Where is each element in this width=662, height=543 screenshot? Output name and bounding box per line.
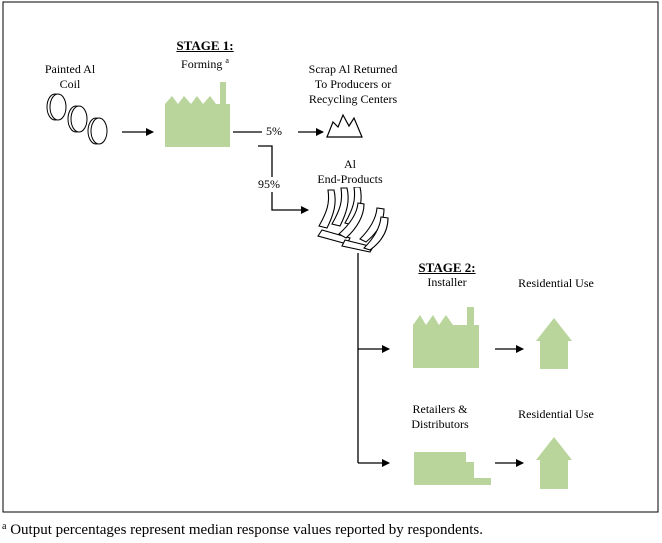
footnote: a Output percentages represent median re… <box>2 517 662 540</box>
stage1-subtitle-row: Forming a <box>150 53 260 72</box>
footnote-mark: a <box>2 521 7 532</box>
scrap-label: Scrap Al Returned To Producers or Recycl… <box>293 62 413 107</box>
retailers-label-line-2: Distributors <box>411 417 469 431</box>
house-icon <box>536 318 572 369</box>
installer-label: Installer <box>427 275 467 289</box>
scrap-label-line-1: Scrap Al Returned <box>308 62 398 76</box>
scrap-label-line-3: Recycling Centers <box>308 92 398 106</box>
truck-icon <box>414 452 491 485</box>
end-products-label-line-1: Al <box>344 157 356 171</box>
stage1-title: STAGE 1: <box>176 38 234 53</box>
factory-icon <box>165 82 230 147</box>
stage2-title: STAGE 2: <box>418 260 476 275</box>
stage2-heading: STAGE 2: Installer <box>402 260 492 290</box>
footnote-text: Output percentages represent median resp… <box>6 522 483 538</box>
coil-label-line-2: Coil <box>59 77 81 91</box>
factory-icon <box>413 307 479 368</box>
end-products-percent: 95% <box>258 177 280 192</box>
retailers-label-line-1: Retailers & <box>412 402 468 416</box>
house-icon <box>536 437 572 489</box>
end-products-label: Al End-Products <box>310 157 390 187</box>
residential-label-bottom: Residential Use <box>508 407 604 422</box>
stage1-heading: STAGE 1: Forming a <box>150 38 260 72</box>
scrap-icon <box>326 113 363 138</box>
scrap-label-line-2: To Producers or <box>314 77 392 91</box>
end-products-icon <box>317 186 389 253</box>
stage1-subtitle: Forming <box>181 57 223 71</box>
end-products-label-line-2: End-Products <box>317 172 383 186</box>
coil-label-line-1: Painted Al <box>44 62 96 76</box>
coil-label: Painted Al Coil <box>37 62 103 92</box>
scrap-percent: 5% <box>266 124 282 139</box>
coil-icon <box>46 93 108 145</box>
residential-label-top: Residential Use <box>508 276 604 291</box>
stage1-footnote-mark: a <box>225 56 229 65</box>
retailers-label: Retailers & Distributors <box>403 402 477 432</box>
diagram-border <box>2 1 659 513</box>
